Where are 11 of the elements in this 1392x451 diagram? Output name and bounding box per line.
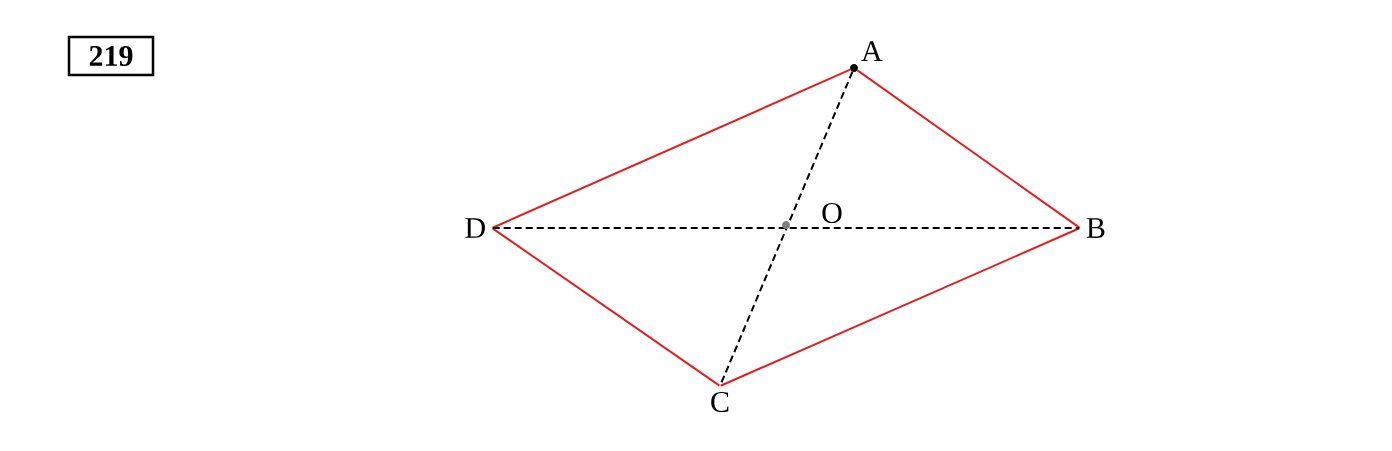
- vertex-label: D: [465, 218, 485, 238]
- side-line: [491, 227, 721, 387]
- side-line: [719, 227, 1081, 387]
- side-line: [856, 69, 1081, 229]
- point-label: O: [822, 202, 842, 224]
- vertex-label: A: [850, 41, 883, 72]
- vertex-label: B: [1086, 218, 1105, 238]
- side-line: [491, 68, 852, 229]
- dashed-diagonal: [491, 227, 1081, 229]
- problem-number-box: 219: [67, 35, 155, 77]
- vertex-label: C: [711, 391, 729, 413]
